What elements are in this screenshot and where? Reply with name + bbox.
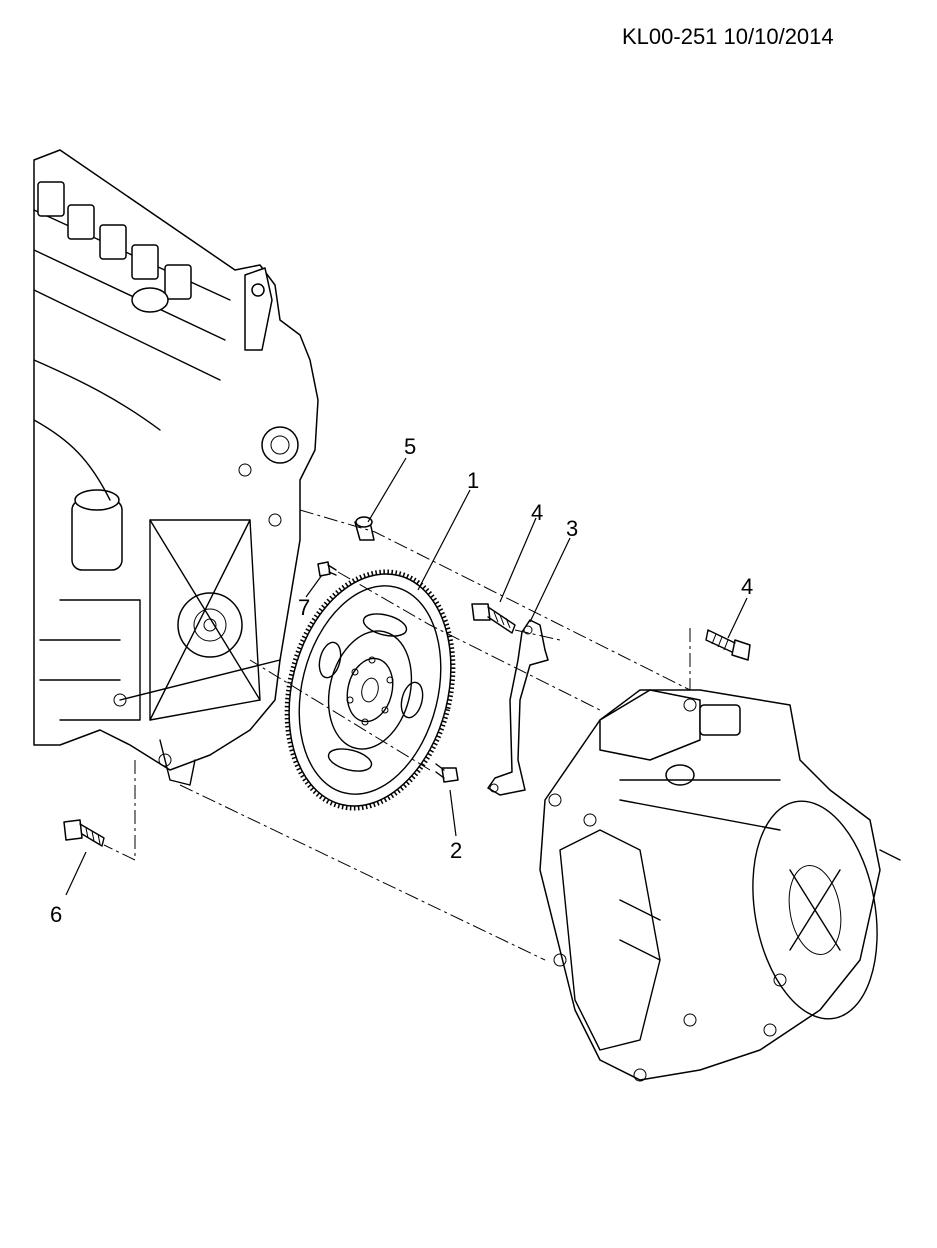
callout-3: 3	[566, 516, 578, 541]
callout-4-left: 4	[531, 500, 543, 525]
callout-6: 6	[50, 902, 62, 927]
leader-lines	[65, 457, 748, 896]
callout-4-right: 4	[741, 574, 753, 599]
callout-7: 7	[298, 595, 310, 620]
callout-5: 5	[404, 434, 416, 459]
callout-2: 2	[450, 838, 462, 863]
document-id: KL00-251 10/10/2014	[622, 24, 834, 49]
bolt-part-6	[63, 819, 105, 847]
flexplate-ring-gear	[284, 569, 456, 811]
transaxle-housing	[539, 689, 901, 1082]
bolt-part-2	[435, 763, 459, 783]
engine-block	[33, 149, 319, 786]
dowel-sleeve	[354, 516, 375, 541]
alignment-lines	[103, 509, 691, 961]
bolt-part-4-right	[705, 629, 751, 661]
bolt-part-4-left	[471, 603, 516, 634]
callout-1: 1	[467, 468, 479, 493]
bolt-part-7	[317, 561, 337, 577]
bracket	[487, 619, 549, 796]
